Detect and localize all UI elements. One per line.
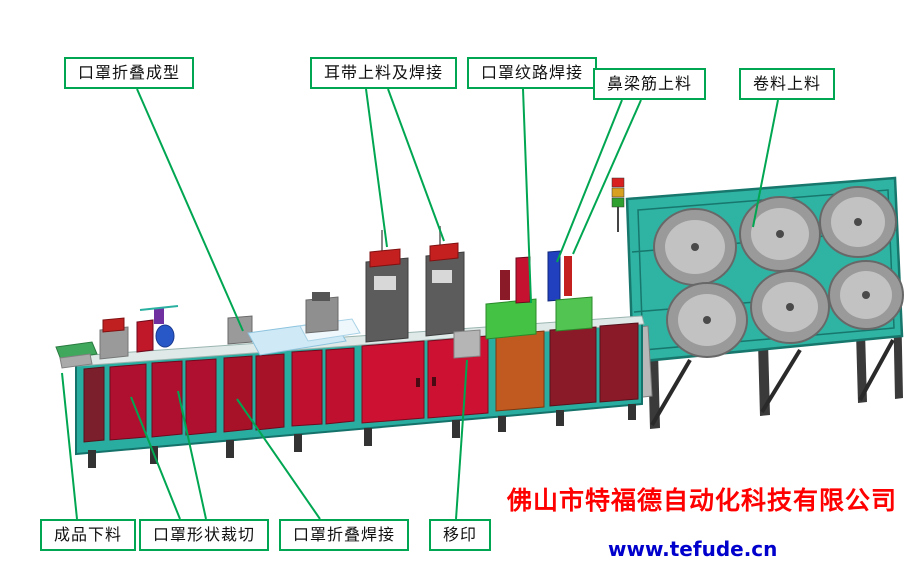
- connector-lines: [61, 88, 779, 520]
- connector-texture-weld: [522, 88, 532, 304]
- connector-nose-bridge-2: [572, 99, 642, 255]
- callout-finished-unload: 成品下料: [40, 519, 137, 551]
- material-roll: [739, 196, 821, 272]
- unload-module: [99, 317, 129, 360]
- callout-mask-texture-weld: 口罩纹路焊接: [467, 57, 598, 89]
- material-roll: [819, 186, 897, 258]
- connector-finished-unload: [61, 372, 78, 520]
- connector-nose-bridge-1: [556, 99, 623, 263]
- fold-weld-module: [305, 292, 339, 334]
- nose-bridge-module: [547, 250, 593, 332]
- connector-shape-cut-1: [130, 396, 181, 520]
- fold-forming-module: [227, 315, 253, 345]
- pad-print-module: [453, 329, 481, 359]
- connector-shape-cut-2: [177, 390, 207, 520]
- material-roll: [828, 260, 904, 330]
- connector-mask-fold-forming: [136, 88, 244, 332]
- finished-product-tray: [55, 341, 98, 369]
- material-roll: [653, 208, 737, 286]
- shape-cut-module: [136, 305, 179, 353]
- texture-weld-module: [485, 256, 537, 340]
- callout-mask-fold-weld: 口罩折叠焊接: [279, 519, 410, 551]
- callout-mask-shape-cut: 口罩形状裁切: [139, 519, 270, 551]
- connector-pad-print: [455, 359, 468, 520]
- material-roll: [666, 282, 748, 358]
- callout-mask-fold-forming: 口罩折叠成型: [64, 57, 195, 89]
- callout-pad-print: 移印: [429, 519, 492, 551]
- connector-ear-band-1: [365, 88, 388, 248]
- tower-light: [611, 177, 625, 232]
- website-url: www.tefude.cn: [608, 537, 778, 561]
- callout-ear-band-feed-weld: 耳带上料及焊接: [310, 57, 458, 89]
- connector-roll-feed: [752, 99, 779, 228]
- callout-nose-bridge-feed: 鼻梁筋上料: [593, 68, 707, 100]
- ear-band-weld-tower: [365, 230, 409, 343]
- material-roll: [750, 270, 830, 344]
- ear-band-weld-tower: [425, 226, 465, 337]
- cabinet-doors: [83, 322, 639, 443]
- company-name: 佛山市特福德自动化科技有限公司: [507, 486, 898, 515]
- connector-fold-weld: [236, 398, 321, 520]
- connector-ear-band-2: [387, 88, 445, 242]
- callout-roll-material-feed: 卷料上料: [739, 68, 836, 100]
